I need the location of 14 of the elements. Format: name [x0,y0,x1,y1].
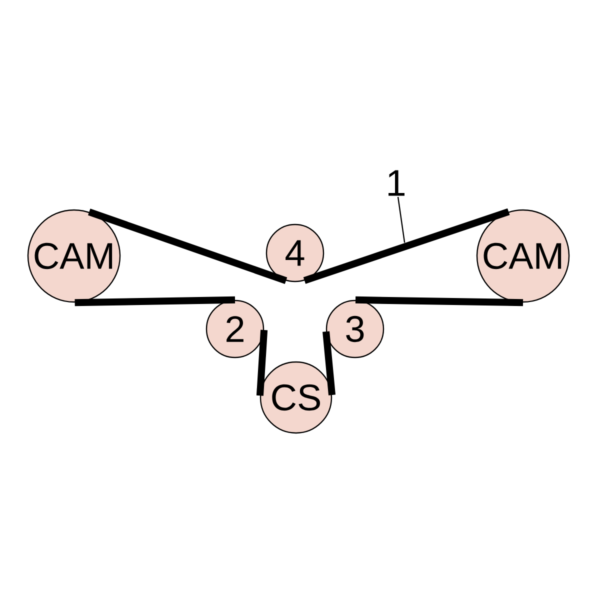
leader-line [397,196,406,243]
belt [322,331,336,396]
belt [355,296,524,306]
pulley: 4 [266,224,324,282]
pulley: CS [260,361,332,434]
pulley: CAM [476,209,570,303]
callout-number: 1 [388,170,404,196]
belt [303,208,510,284]
pulley: 2 [206,300,264,358]
belt [74,296,236,306]
pulley: 3 [326,300,384,358]
pulley: CAM [27,209,121,303]
belt [88,208,288,284]
belt [256,330,268,396]
